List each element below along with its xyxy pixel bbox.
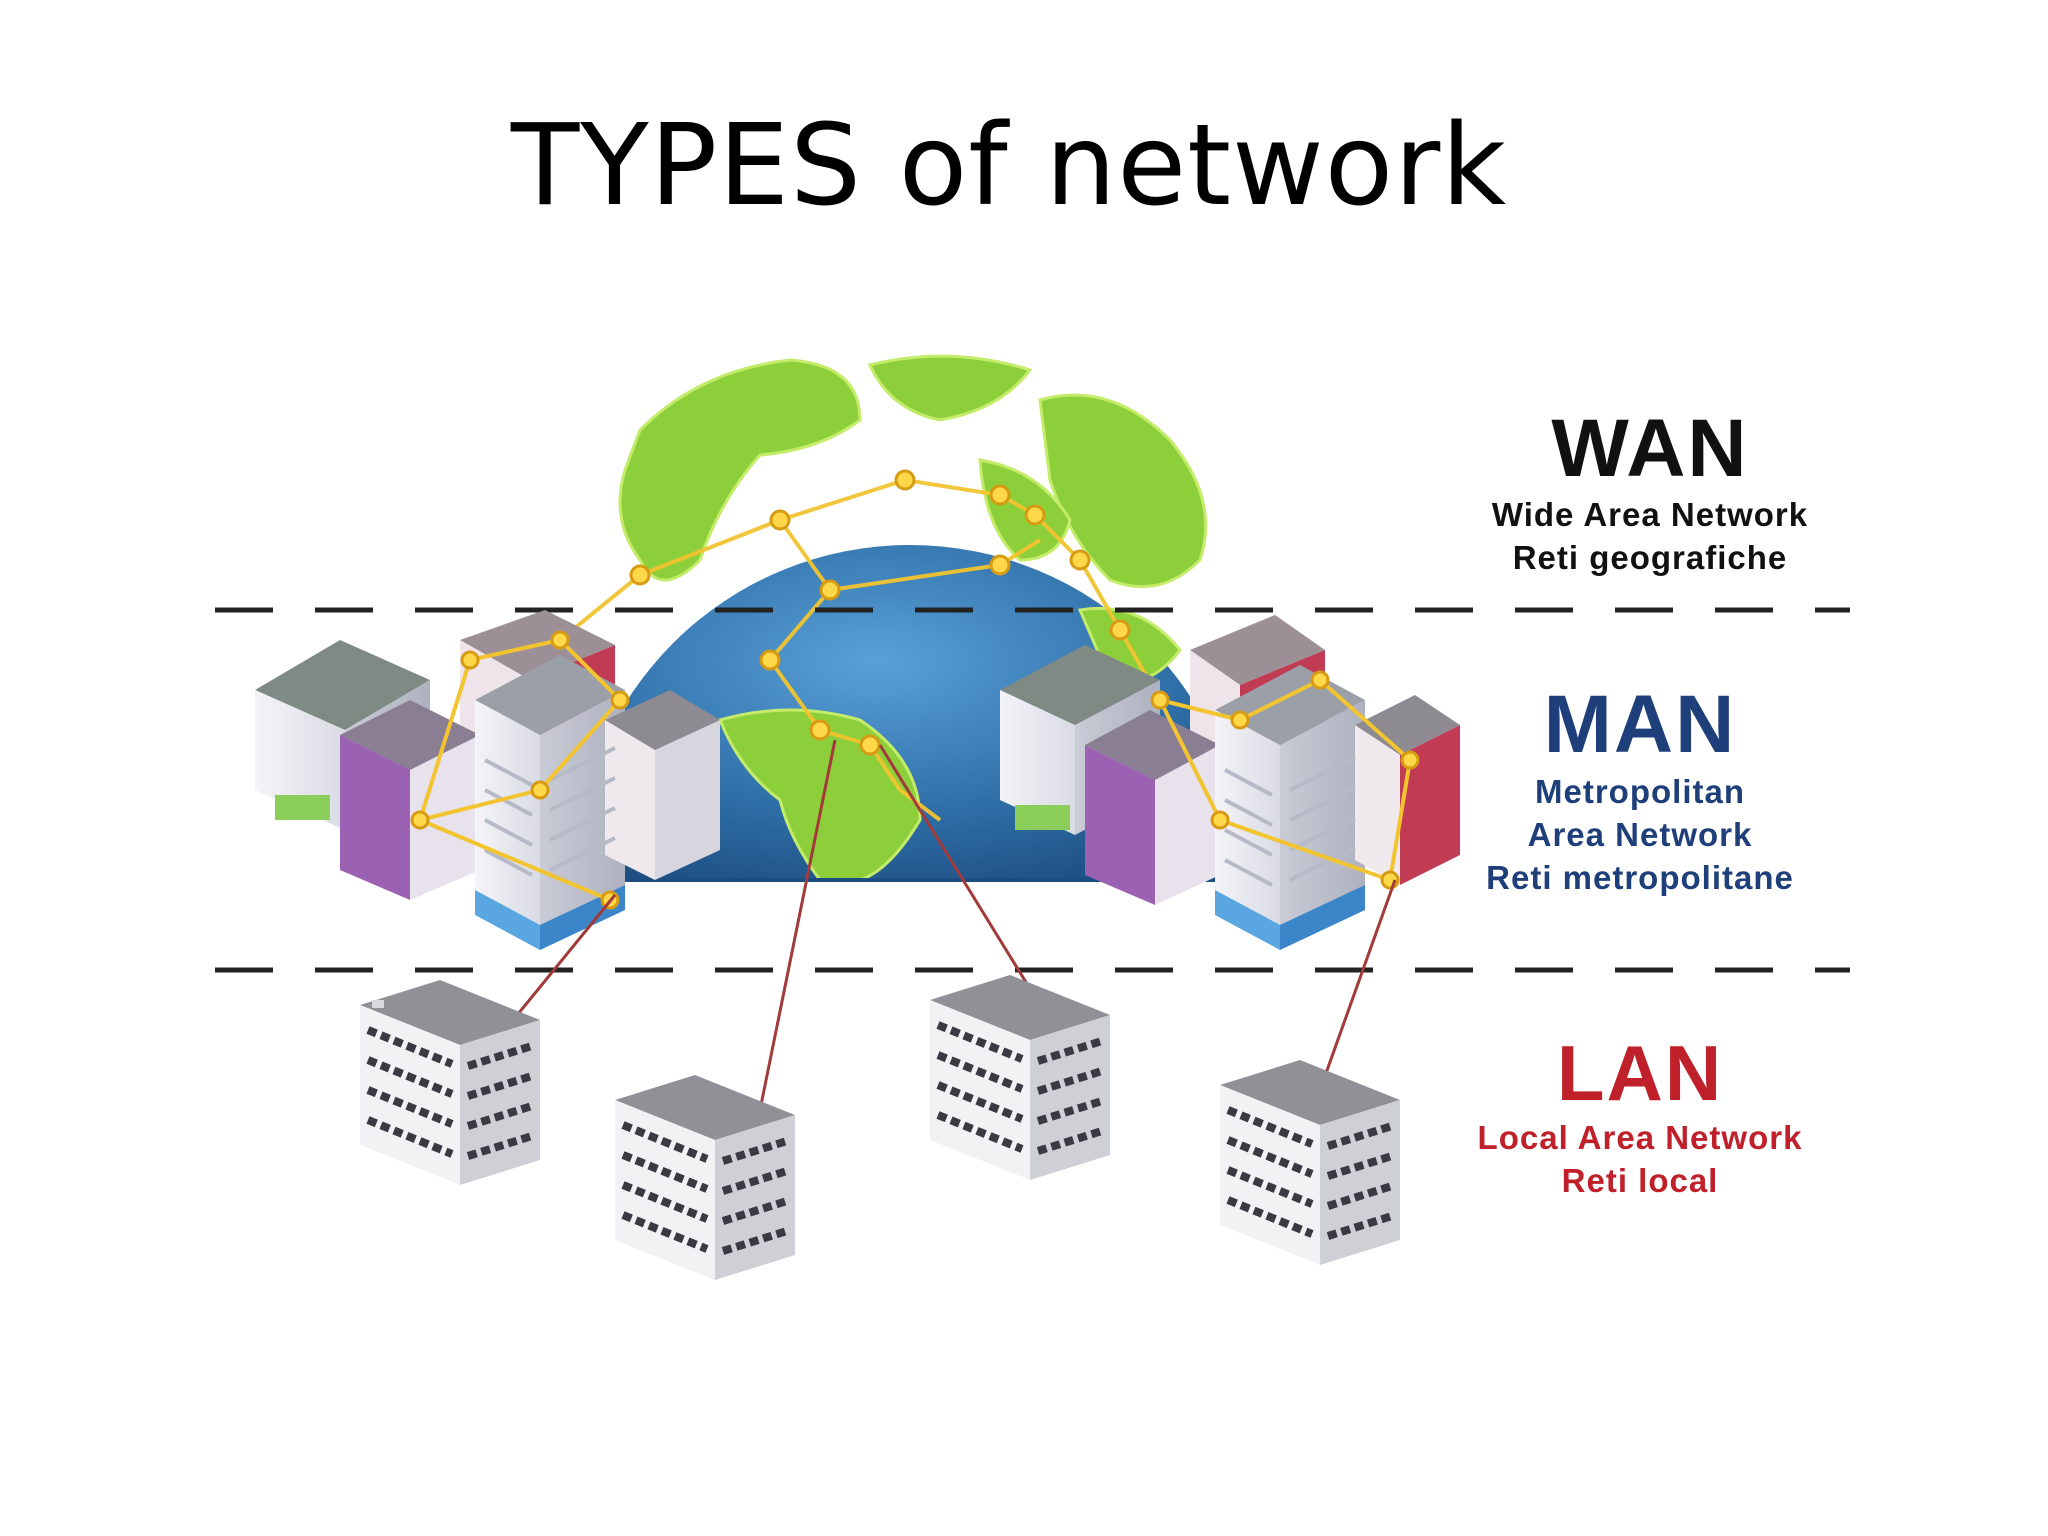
tier-lan-name: LAN	[1556, 1029, 1724, 1117]
lan-building-4	[1220, 1060, 1400, 1265]
tier-man-label: MAN Metropolitan Area Network Reti metro…	[1410, 680, 1870, 899]
tier-lan-label: LAN Local Area Network Reti local	[1410, 1030, 1870, 1202]
lan-building-2	[615, 1075, 795, 1280]
tier-man-desc-1: Metropolitan	[1535, 773, 1745, 810]
tier-wan-label: WAN Wide Area Network Reti geografiche	[1420, 405, 1880, 579]
slide-title: TYPES of network	[510, 101, 1508, 231]
lan-building-3	[930, 975, 1110, 1180]
tier-lan-desc-2: Reti local	[1561, 1162, 1719, 1199]
lan-building-1	[360, 980, 540, 1185]
wan-nodes	[629, 469, 1131, 756]
tier-man-desc-3: Reti metropolitane	[1486, 859, 1794, 896]
man-cluster-left	[255, 610, 720, 950]
tier-lan-desc-1: Local Area Network	[1477, 1119, 1803, 1156]
lan-links	[503, 739, 1397, 1111]
tier-wan-name: WAN	[1551, 403, 1749, 494]
tier-man-desc-2: Area Network	[1527, 816, 1753, 853]
man-cluster-right	[1000, 615, 1460, 950]
tier-wan-desc-2: Reti geografiche	[1512, 539, 1788, 576]
tier-man-name: MAN	[1543, 679, 1737, 770]
tier-wan-desc-1: Wide Area Network	[1491, 496, 1809, 533]
